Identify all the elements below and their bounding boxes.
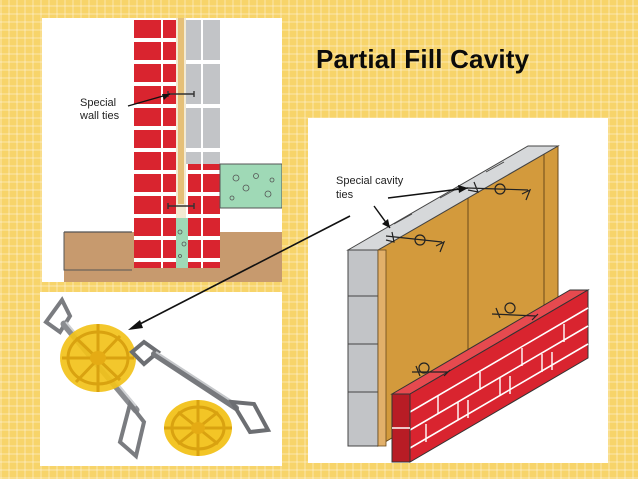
outer-brick-leaf: [134, 18, 176, 268]
isometric-wall-diagram: Special cavity ties: [336, 145, 590, 463]
arrow-icon: [162, 94, 170, 100]
section-diagram: Special wall ties: [63, 18, 282, 282]
arrow-icon: [458, 185, 468, 193]
wall-tie-label-line-2: wall ties: [79, 110, 120, 122]
section-diagram-panel: Special wall ties: [42, 18, 282, 282]
wall-tie-icon: [129, 339, 272, 435]
cavity-tie-label-line-2: ties: [336, 189, 354, 201]
slide-title: Partial Fill Cavity: [316, 44, 530, 74]
wall-tie-label-line-1: Special: [80, 97, 116, 109]
inner-block-leaf: [186, 18, 220, 164]
inner-block-leaf: [346, 145, 560, 447]
outer-brick-leaf: [390, 289, 590, 463]
arrow-icon: [387, 187, 469, 199]
retaining-disc-icon: [60, 324, 136, 392]
retaining-disc-icon: [164, 400, 232, 456]
isometric-wall-panel: Special cavity ties: [308, 118, 608, 463]
floor-slab: [219, 163, 282, 209]
wall-tie-photo-panel: [40, 292, 282, 466]
insulation-board: [178, 18, 184, 204]
wall-tie-icon: [167, 91, 195, 209]
arrow-icon: [382, 219, 390, 228]
cavity-fill: [176, 218, 188, 268]
wall-tie-icon: [385, 181, 539, 377]
wall-tie-photo: [43, 296, 272, 460]
cavity-tie-label-line-1: Special cavity: [336, 175, 404, 187]
inner-brick-leaf: [188, 164, 220, 268]
